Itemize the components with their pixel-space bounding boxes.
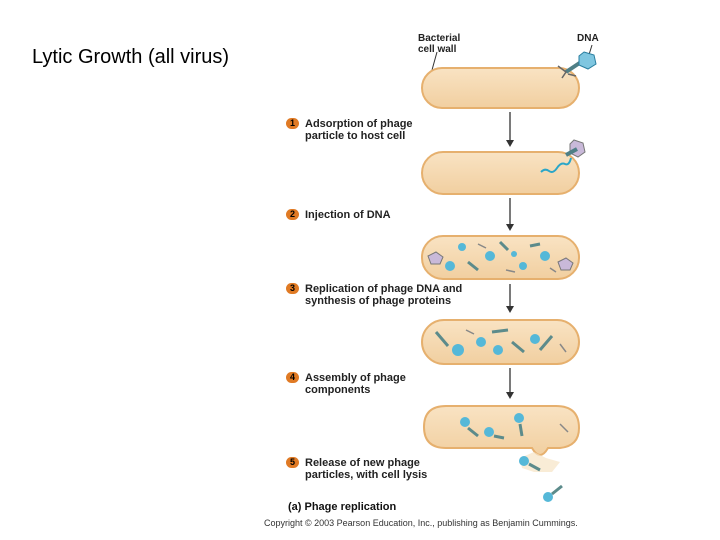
bacterial-cell-1 (421, 67, 580, 109)
slide-title: Lytic Growth (all virus) (32, 46, 230, 68)
phage-injecting-dna (540, 139, 586, 173)
cell-wall-label: Bacterial cell wall (418, 33, 460, 55)
step-5-number: 5 (286, 457, 299, 468)
dna-label: DNA (577, 33, 599, 44)
bacterial-cell-3 (421, 235, 580, 280)
cell-wall-label-line1: Bacterial (418, 33, 461, 44)
step-1-number: 1 (286, 118, 299, 129)
step-4-line2: components (305, 384, 371, 396)
step-5-line2: particles, with cell lysis (305, 469, 428, 481)
step-1-line2: particle to host cell (305, 130, 406, 142)
bacterial-cell-2 (421, 151, 580, 195)
step-3-line2: synthesis of phage proteins (305, 295, 452, 307)
step-4-line1: Assembly of phage (305, 372, 406, 384)
step-1-line1: Adsorption of phage (305, 118, 413, 130)
arrow-step-1 (506, 112, 514, 147)
step-2-line1: Injection of DNA (305, 209, 391, 221)
phage-attached-1 (557, 51, 597, 79)
step-2-number: 2 (286, 209, 299, 220)
step-4-number: 4 (286, 372, 299, 383)
bacterial-cell-5-lysing (422, 405, 581, 502)
cell-wall-label-line2: cell wall (418, 44, 457, 55)
step-3-line1: Replication of phage DNA and (305, 283, 463, 295)
step-5-line1: Release of new phage (305, 457, 420, 469)
cell-wall-leader (431, 51, 438, 71)
figure-caption: (a) Phage replication (288, 501, 397, 513)
arrow-step-2 (506, 198, 514, 231)
arrow-step-4 (506, 368, 514, 399)
copyright-notice: Copyright © 2003 Pearson Education, Inc.… (264, 518, 578, 528)
arrow-step-3 (506, 284, 514, 313)
step-3-number: 3 (286, 283, 299, 294)
bacterial-cell-4 (421, 319, 580, 365)
